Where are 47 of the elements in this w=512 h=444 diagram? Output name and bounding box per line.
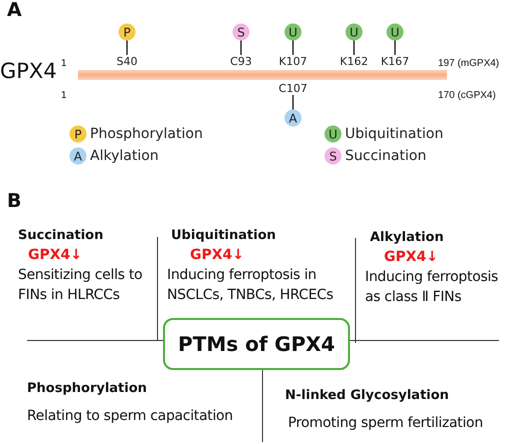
panel-letter: B bbox=[7, 193, 22, 209]
residue-number: 1 bbox=[61, 57, 67, 71]
residue-label: K162 bbox=[340, 55, 368, 68]
residue-label: K107 bbox=[278, 55, 308, 68]
description-text: Relating to sperm capacitation bbox=[27, 407, 234, 426]
category-heading: Succination bbox=[18, 228, 104, 244]
connector-line bbox=[292, 40, 294, 55]
center-box: PTMs of GPX4 bbox=[163, 318, 350, 370]
category-heading: Alkylation bbox=[370, 230, 444, 246]
legend-text: Alkylation bbox=[90, 148, 159, 164]
residue-label: C107 bbox=[278, 82, 308, 95]
effect-label: GPX4↓ bbox=[190, 247, 244, 263]
protein-name: GPX4 bbox=[0, 63, 57, 79]
modification-marker: A bbox=[284, 110, 302, 126]
description-text: Sensitizing cells to FINs in HLRCCs bbox=[18, 266, 144, 305]
residue-label: K167 bbox=[380, 55, 410, 68]
category-heading: N-linked Glycosylation bbox=[285, 388, 449, 404]
connector-line bbox=[353, 40, 355, 55]
connector-line bbox=[394, 40, 396, 55]
modification-marker: P bbox=[118, 24, 136, 40]
legend-text: Phosphorylation bbox=[90, 126, 203, 142]
legend-marker: A bbox=[70, 148, 86, 164]
modification-marker: U bbox=[386, 24, 404, 40]
effect-label: GPX4↓ bbox=[384, 249, 438, 265]
legend-marker: S bbox=[324, 148, 342, 164]
description-text: Inducing ferroptosis in NSCLCs, TNBCs, HRCECs bbox=[167, 266, 334, 305]
panel-letter: A bbox=[7, 2, 22, 18]
connector-line bbox=[240, 40, 242, 55]
connector-line bbox=[126, 40, 128, 55]
residue-label: C93 bbox=[230, 55, 252, 68]
description-text: Inducing ferroptosis as class Ⅱ FINs bbox=[365, 268, 500, 307]
description-text: Promoting sperm fertilization bbox=[288, 414, 484, 433]
category-heading: Phosphorylation bbox=[27, 381, 147, 397]
modification-marker: S bbox=[232, 24, 250, 40]
category-heading: Ubiquitination bbox=[171, 228, 276, 244]
legend-marker: U bbox=[324, 126, 342, 142]
residue-number: 197 (mGPX4) bbox=[438, 57, 500, 71]
legend-text: Ubiquitination bbox=[345, 126, 444, 142]
connector-line bbox=[292, 95, 294, 110]
residue-label: S40 bbox=[116, 55, 138, 68]
residue-number: 170 (cGPX4) bbox=[438, 89, 496, 103]
residue-number: 1 bbox=[61, 89, 67, 103]
modification-marker: U bbox=[346, 24, 362, 40]
legend-marker: P bbox=[70, 126, 86, 142]
legend-text: Succination bbox=[345, 148, 426, 164]
modification-marker: U bbox=[284, 24, 302, 40]
effect-label: GPX4↓ bbox=[28, 247, 82, 263]
